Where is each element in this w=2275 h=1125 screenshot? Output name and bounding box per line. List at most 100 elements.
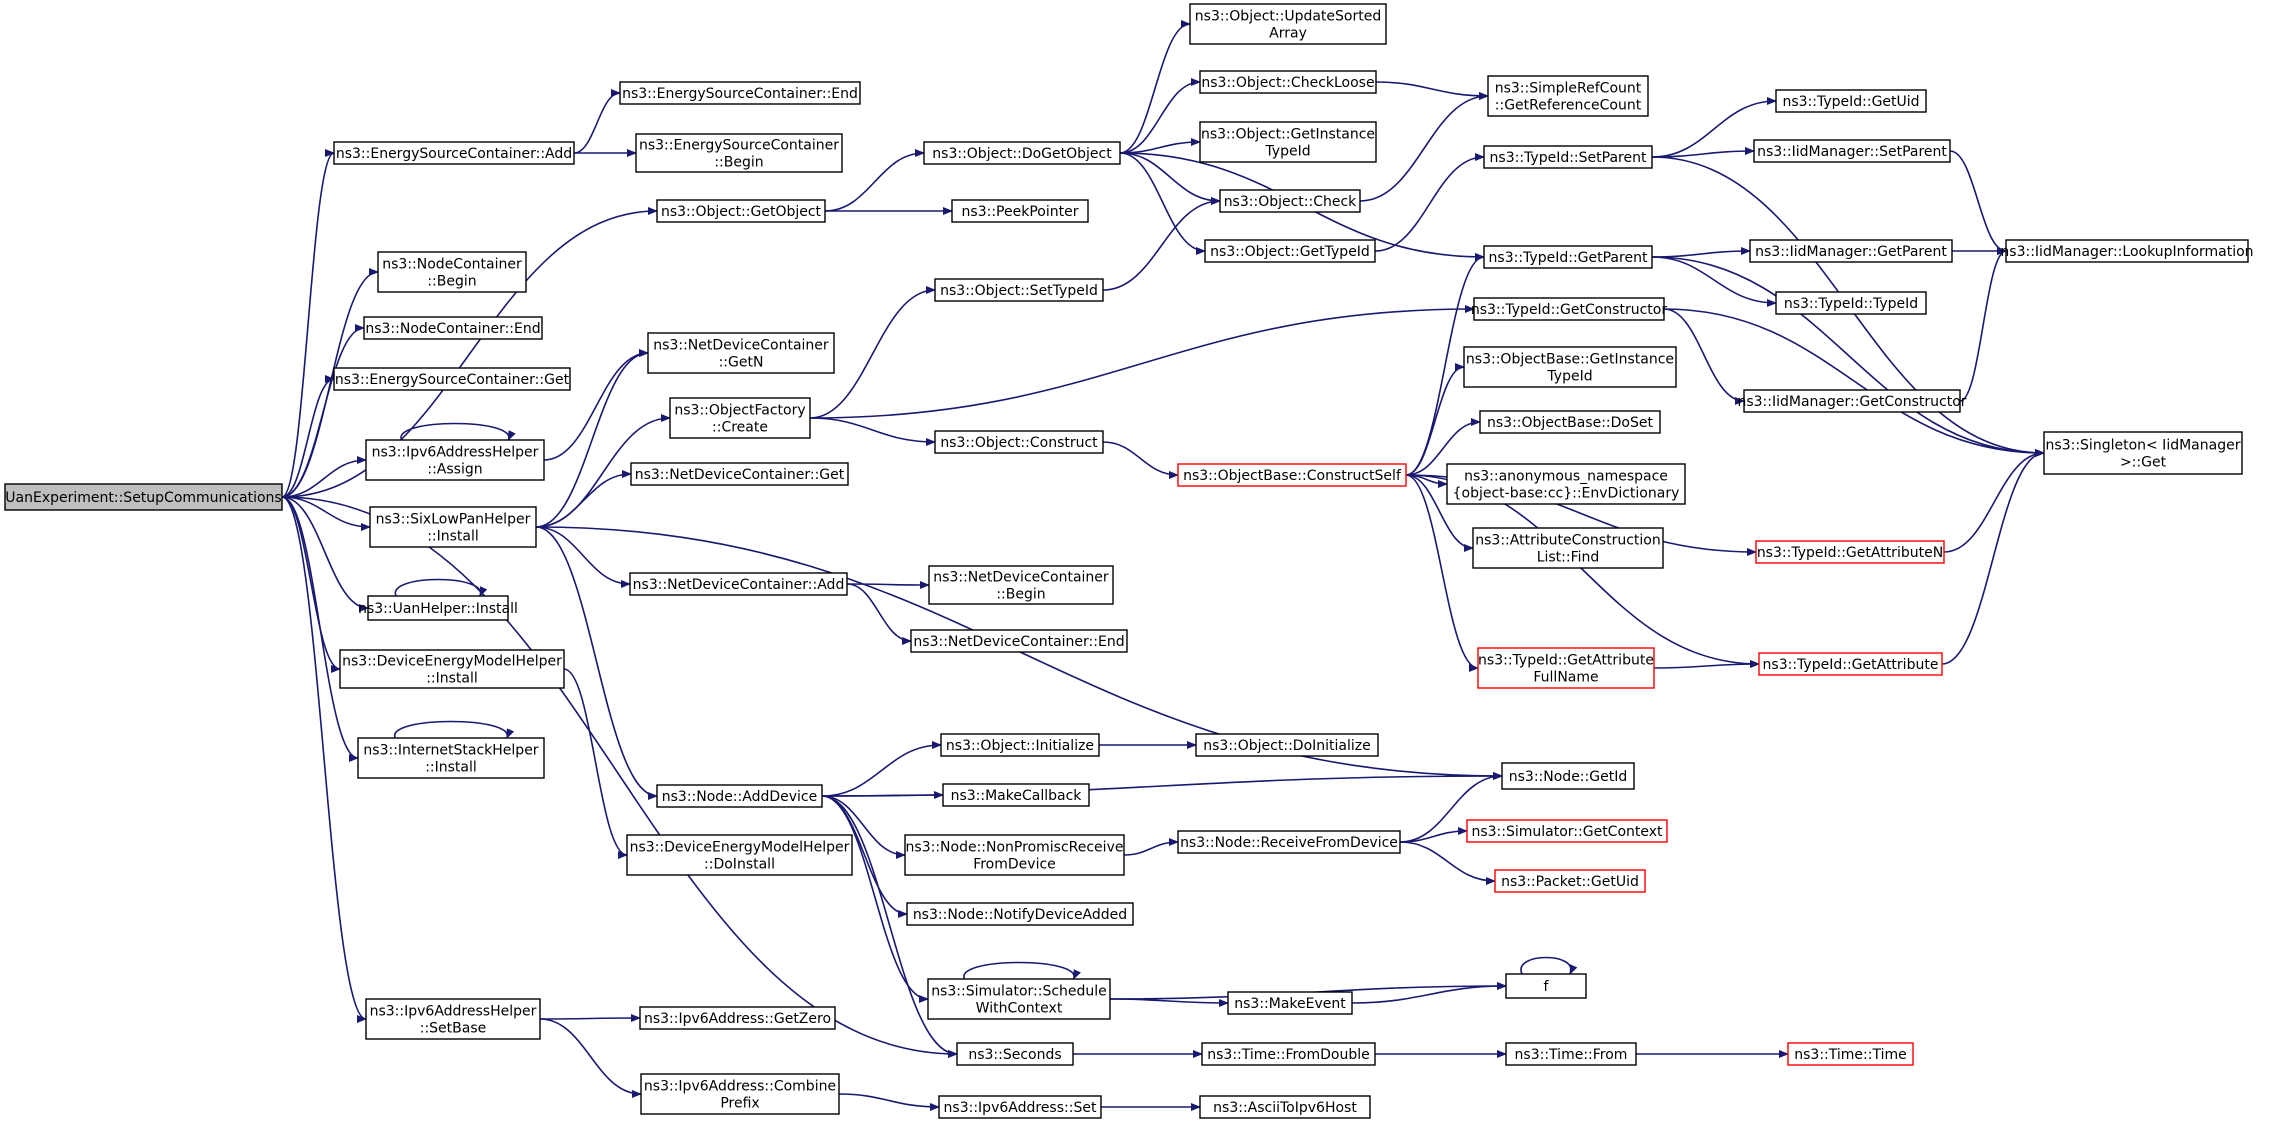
node-ndc-begin[interactable]: ns3::NetDeviceContainer::Begin [928, 565, 1114, 605]
node-env-dictionary[interactable]: ns3::anonymous_namespace{object-base:cc}… [1446, 463, 1686, 505]
node-node-get-id[interactable]: ns3::Node::GetId [1501, 762, 1635, 790]
node-box [1189, 3, 1387, 45]
node-ipv6-set[interactable]: ns3::Ipv6Address::Set [938, 1095, 1102, 1119]
node-f[interactable]: f [1505, 973, 1587, 999]
node-packet-get-uid[interactable]: ns3::Packet::GetUid [1494, 869, 1646, 893]
node-box [630, 462, 849, 486]
node-obj-check[interactable]: ns3::Object::Check [1219, 189, 1361, 213]
node-obj-do-get-object[interactable]: ns3::Object::DoGetObject [923, 141, 1121, 165]
node-label: ns3::PeekPointer [962, 204, 1079, 220]
node-label: ns3::TypeId::TypeId [1784, 296, 1918, 312]
node-type-get-attribute-n[interactable]: ns3::TypeId::GetAttributeN [1755, 540, 1945, 564]
node-ascii-to-ipv6-host[interactable]: ns3::AsciiToIpv6Host [1199, 1095, 1371, 1119]
node-ipv6-assign[interactable]: ns3::Ipv6AddressHelper::Assign [365, 439, 545, 481]
node-box [1477, 647, 1655, 689]
node-time-from[interactable]: ns3::Time::From [1505, 1042, 1637, 1066]
node-label: ns3::MakeEvent [1234, 996, 1346, 1012]
node-esc-begin[interactable]: ns3::EnergySourceContainer::Begin [635, 133, 843, 173]
call-edge-obj-get-object-to-obj-do-get-object [824, 149, 925, 212]
node-label: ns3::TypeId::GetAttribute [1478, 653, 1654, 669]
node-type-get-uid[interactable]: ns3::TypeId::GetUid [1775, 89, 1927, 113]
node-iid-get-constructor[interactable]: ns3::IidManager::GetConstructor [1737, 389, 1967, 413]
node-ob-do-set[interactable]: ns3::ObjectBase::DoSet [1479, 410, 1661, 434]
node-type-get-constructor[interactable]: ns3::TypeId::GetConstructor [1471, 297, 1667, 321]
node-ndc-get-n[interactable]: ns3::NetDeviceContainer::GetN [647, 332, 835, 374]
node-box [1505, 1042, 1637, 1066]
node-type-get-attribute[interactable]: ns3::TypeId::GetAttribute [1758, 652, 1943, 676]
node-make-callback[interactable]: ns3::MakeCallback [942, 783, 1090, 807]
node-obj-initialize[interactable]: ns3::Object::Initialize [940, 733, 1100, 757]
node-box [1743, 389, 1961, 413]
node-label: ns3::MakeCallback [951, 788, 1083, 804]
node-esc-add[interactable]: ns3::EnergySourceContainer::Add [333, 141, 575, 165]
node-seconds[interactable]: ns3::Seconds [956, 1042, 1074, 1066]
node-type-get-parent[interactable]: ns3::TypeId::GetParent [1483, 245, 1653, 269]
node-iid-get-parent[interactable]: ns3::IidManager::GetParent [1749, 239, 1953, 263]
node-box [365, 439, 545, 481]
node-iid-set-parent[interactable]: ns3::IidManager::SetParent [1753, 139, 1951, 163]
node-inet-install[interactable]: ns3::InternetStackHelper::Install [357, 737, 545, 779]
call-edge-root-to-uan-install [281, 496, 369, 612]
node-simple-ref[interactable]: ns3::SimpleRefCount::GetReferenceCount [1487, 75, 1649, 117]
node-obj-do-initialize[interactable]: ns3::Object::DoInitialize [1195, 733, 1379, 757]
call-edge-type-set-parent-to-iid-set-parent [1651, 147, 1755, 158]
node-box [956, 1042, 1074, 1066]
node-obj-get-type-id[interactable]: ns3::Object::GetTypeId [1204, 239, 1376, 263]
node-box [339, 649, 565, 689]
node-ipv6-get-zero[interactable]: ns3::Ipv6Address::GetZero [639, 1006, 836, 1030]
node-box [363, 316, 543, 340]
node-ob-construct-self[interactable]: ns3::ObjectBase::ConstructSelf [1177, 463, 1407, 487]
node-node-notify-device-added[interactable]: ns3::Node::NotifyDeviceAdded [906, 902, 1134, 926]
node-node-add-device[interactable]: ns3::Node::AddDevice [656, 784, 823, 808]
node-type-set-parent[interactable]: ns3::TypeId::SetParent [1483, 145, 1653, 169]
node-obj-construct[interactable]: ns3::Object::Construct [934, 430, 1104, 454]
node-time-from-double[interactable]: ns3::Time::FromDouble [1201, 1042, 1376, 1066]
node-check-loose[interactable]: ns3::Object::CheckLoose [1199, 70, 1377, 94]
node-label: ns3::Object::GetInstance [1201, 127, 1375, 143]
node-type-type-id[interactable]: ns3::TypeId::TypeId [1775, 291, 1927, 315]
node-label: ns3::NetDeviceContainer::Add [633, 577, 845, 593]
node-peek-pointer[interactable]: ns3::PeekPointer [951, 199, 1089, 223]
node-nc-end[interactable]: ns3::NodeContainer::End [363, 316, 543, 340]
node-make-event[interactable]: ns3::MakeEvent [1227, 991, 1353, 1015]
node-sim-get-context[interactable]: ns3::Simulator::GetContext [1466, 819, 1668, 843]
node-label: ::GetN [719, 355, 764, 371]
node-root[interactable]: UanExperiment::SetupCommunications [4, 483, 283, 511]
node-box [640, 1073, 840, 1115]
node-obj-get-object[interactable]: ns3::Object::GetObject [656, 199, 826, 223]
node-time-time[interactable]: ns3::Time::Time [1787, 1042, 1914, 1066]
node-esc-end[interactable]: ns3::EnergySourceContainer::End [619, 81, 861, 105]
node-box [1219, 189, 1361, 213]
node-obj-factory-create[interactable]: ns3::ObjectFactory::Create [669, 397, 811, 439]
node-ndc-add[interactable]: ns3::NetDeviceContainer::Add [629, 572, 848, 596]
node-dem-install[interactable]: ns3::DeviceEnergyModelHelper::Install [339, 649, 565, 689]
node-uan-install[interactable]: ns3::UanHelper::Install [358, 595, 518, 621]
node-nc-begin[interactable]: ns3::NodeContainer::Begin [377, 251, 527, 293]
node-ipv6-set-base[interactable]: ns3::Ipv6AddressHelper::SetBase [365, 998, 541, 1040]
node-esc-get[interactable]: ns3::EnergySourceContainer::Get [333, 367, 571, 391]
call-edge-obj-do-get-object-to-check-loose [1119, 78, 1201, 154]
node-iid-lookup[interactable]: ns3::IidManager::LookupInformation [2000, 239, 2254, 263]
node-dem-do-install[interactable]: ns3::DeviceEnergyModelHelper::DoInstall [626, 834, 853, 876]
node-ndc-get[interactable]: ns3::NetDeviceContainer::Get [630, 462, 849, 486]
node-label: ns3::EnergySourceContainer::End [622, 86, 858, 102]
node-six-low-pan-install[interactable]: ns3::SixLowPanHelper::Install [369, 506, 537, 548]
call-edge-obj-do-get-object-to-obj-get-type-id [1119, 152, 1206, 255]
call-edge-node-add-device-to-sim-schedule-with-context [821, 795, 929, 1003]
node-singleton-get[interactable]: ns3::Singleton< IidManager>::Get [2043, 431, 2243, 475]
node-obj-set-type-id[interactable]: ns3::Object::SetTypeId [934, 278, 1104, 302]
node-ndc-end[interactable]: ns3::NetDeviceContainer::End [910, 629, 1128, 653]
node-box [1204, 239, 1376, 263]
node-node-receive-from-device[interactable]: ns3::Node::ReceiveFromDevice [1177, 830, 1401, 854]
call-edge-iid-set-parent-to-iid-lookup [1949, 150, 2007, 255]
node-box [906, 902, 1134, 926]
